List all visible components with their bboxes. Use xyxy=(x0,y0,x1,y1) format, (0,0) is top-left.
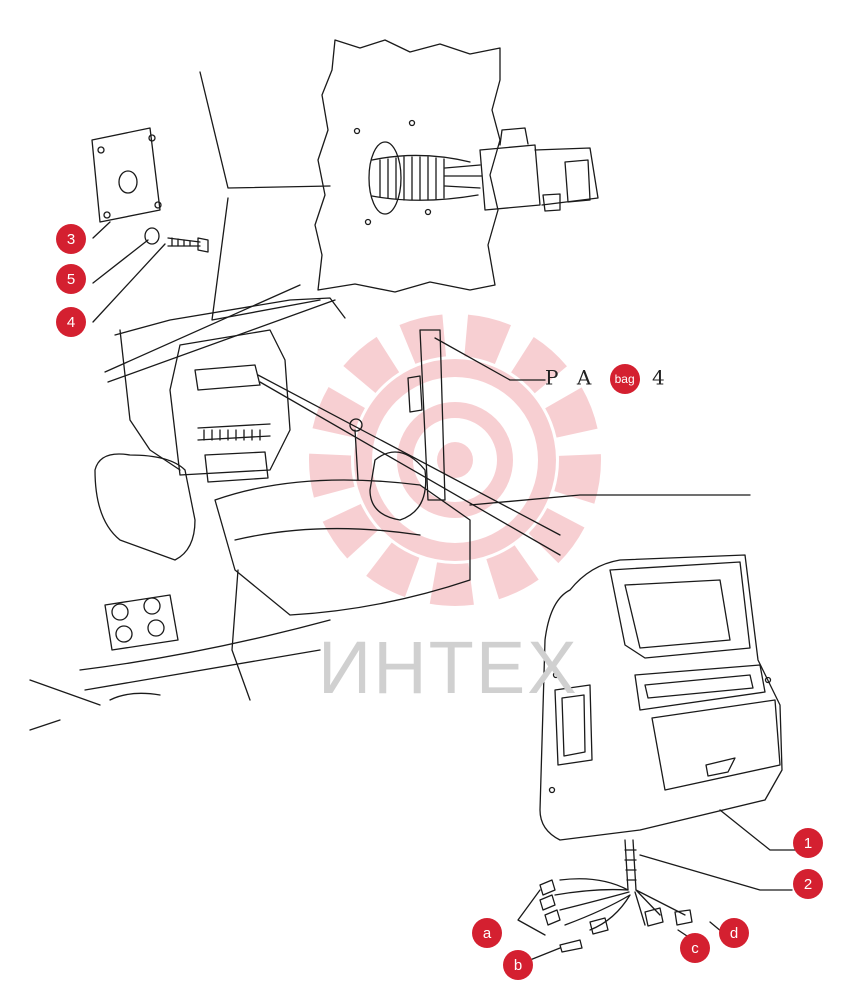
callout-b[interactable]: b xyxy=(503,950,533,980)
callout-2[interactable]: 2 xyxy=(793,869,823,899)
callout-3[interactable]: 3 xyxy=(56,224,86,254)
callout-5[interactable]: 5 xyxy=(56,264,86,294)
dash-panel-assembly xyxy=(539,554,783,841)
callout-1[interactable]: 1 xyxy=(793,828,823,858)
reference-badge[interactable]: bag 4 xyxy=(609,364,640,416)
reference-text: P A bag 4 4 xyxy=(545,364,671,416)
gear-logo-icon xyxy=(309,314,601,606)
connector-detail-panel xyxy=(314,39,501,293)
callout-d[interactable]: d xyxy=(719,918,749,948)
callout-c[interactable]: c xyxy=(680,933,710,963)
cover-plate xyxy=(91,127,161,223)
reference-suffix: 4 xyxy=(651,365,671,390)
callout-a[interactable]: a xyxy=(472,918,502,948)
wiring-harness xyxy=(624,839,637,891)
reference-prefix: P A xyxy=(545,365,598,390)
cab-interior xyxy=(114,297,346,336)
watermark-text: ИНТЕХ xyxy=(318,626,579,709)
callout-4[interactable]: 4 xyxy=(56,307,86,337)
